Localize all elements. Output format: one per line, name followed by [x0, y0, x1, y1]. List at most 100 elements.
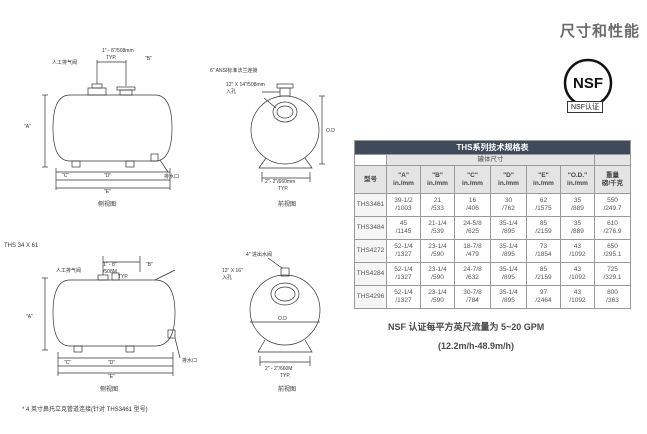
top-front-view: [250, 83, 325, 182]
dim-unit-label: /508M: [103, 269, 117, 275]
air-vent-label: 人工排气阀: [56, 267, 81, 274]
model-cell: THS3461: [354, 193, 387, 217]
manhole-size-label: 12" X 14"/508mm: [226, 82, 265, 88]
table-cell: 550/249.7: [594, 193, 631, 217]
model-label: THS 34 X 61: [4, 243, 39, 249]
manhole-label: 入孔: [226, 88, 236, 95]
table-cell: 30/762: [490, 193, 527, 217]
front-view-caption: 前视图: [278, 385, 296, 393]
model-cell: THS3484: [354, 216, 387, 240]
dim-c-label: "C": [62, 173, 69, 179]
table-cell: 610/276.9: [594, 216, 631, 240]
table-cell: 45/1145: [386, 216, 421, 240]
table-cell: 43/1092: [560, 285, 595, 309]
typ-label: TYP.: [106, 55, 116, 61]
table-cell: 43/1092: [560, 262, 595, 286]
ansi-flange-label: 6" ANSI标准法兰连接: [210, 67, 257, 74]
table-cell: 16/406: [454, 193, 491, 217]
side-view-caption: 侧视图: [100, 385, 118, 393]
table-cell: 35/889: [560, 216, 595, 240]
table-cell: 30-7/8/784: [454, 285, 491, 309]
svg-text:NSF: NSF: [573, 75, 603, 92]
column-header: "B"in./mm: [420, 165, 455, 194]
manhole-size-label: 12" X 16": [222, 268, 243, 274]
inlet-valve-label: 4" 进出水阀: [246, 251, 272, 258]
drain-label: 排水口: [182, 357, 197, 364]
base-dim-label: 2"- 2"/660mm: [265, 179, 295, 185]
table-cell: 23-1/4/590: [420, 285, 455, 309]
table-cell: 725/329.1: [594, 262, 631, 286]
table-cell: 21/533: [420, 193, 455, 217]
table-cell: 800/363: [594, 285, 631, 309]
table-cell: 35-1/4/895: [490, 216, 527, 240]
column-header: "O.D."in./mm: [560, 165, 595, 194]
column-header: "A"in./mm: [386, 165, 421, 194]
air-vent-label: 人工排气阀: [52, 59, 77, 66]
manhole-label: 入孔: [222, 274, 232, 281]
table-cell: 23-1/4/590: [420, 262, 455, 286]
dim-e-label: "E": [108, 374, 115, 380]
model-cell: THS4296: [354, 285, 387, 309]
table-cell: 21-1/4/539: [420, 216, 455, 240]
table-cell: 35/889: [560, 193, 595, 217]
dim-c-label: "C": [64, 360, 71, 366]
table-cell: 85/2159: [526, 216, 561, 240]
base-typ-label: TYP.: [280, 373, 290, 379]
front-view-caption: 前视图: [278, 200, 296, 208]
dim-a-label: "A": [24, 124, 31, 130]
top-side-view: [42, 60, 173, 190]
table-cell: 35-1/4/895: [490, 239, 527, 263]
side-view-caption: 侧视图: [98, 200, 116, 208]
column-header: 型号: [354, 165, 387, 194]
dim-e-label: "E": [104, 189, 111, 195]
table-cell: 52-1/4/1327: [386, 239, 421, 263]
table-cell: 52-1/4/1327: [386, 285, 421, 309]
page-title: 尺寸和性能: [560, 23, 641, 40]
table-cell: 62/1575: [526, 193, 561, 217]
nsf-certified-label: NSF认证: [567, 101, 603, 113]
model-cell: THS4284: [354, 262, 387, 286]
table-cell: 650/295.1: [594, 239, 631, 263]
od-label: O.D: [278, 316, 287, 322]
dim-a-label: "A": [26, 314, 33, 320]
table-cell: 97/2464: [526, 285, 561, 309]
dim-d-label: "D": [108, 360, 115, 366]
od-label: O.D: [326, 128, 335, 134]
table-cell: 24-5/8/625: [454, 216, 491, 240]
model-cell: THS4272: [354, 239, 387, 263]
flow-rate-range: (12.2m/h-48.9m/h): [438, 341, 515, 351]
footnote: * 4 英寸鼻托立克管道连接(针对 THS3461 型号): [22, 407, 148, 413]
table-cell: 35-1/4/895: [490, 262, 527, 286]
flow-rate-text: NSF 认证每平方英尺流量为 5~20 GPM: [388, 322, 545, 332]
table-cell: 73/1854: [526, 239, 561, 263]
column-header: 重量磅/千克: [594, 165, 631, 194]
dim-d-label: "D": [104, 173, 111, 179]
table-cell: 35-1/4/895: [490, 285, 527, 309]
base-typ-label: TYP.: [278, 186, 288, 192]
column-header: "E"in./mm: [526, 165, 561, 194]
tank-dimension-header: 罐体尺寸: [386, 154, 595, 166]
table-cell: 23-1/4/590: [420, 239, 455, 263]
bottom-front-view: [249, 257, 321, 366]
dim-label: 1" - 8"/508mm: [102, 48, 134, 54]
base-dim-label: 2" - 2"/660M: [265, 366, 292, 372]
spec-table-title: THS系列技术规格表: [354, 140, 631, 155]
typ-label: TYP.: [118, 274, 128, 280]
table-cell: 43/1092: [560, 239, 595, 263]
table-cell: 18-7/8/479: [454, 239, 491, 263]
column-header: "D"in./mm: [490, 165, 527, 194]
dim-b-label: "B": [146, 262, 153, 268]
table-cell: 52-1/4/1327: [386, 262, 421, 286]
drain-label: 排水口: [164, 173, 179, 180]
spec-table: THS系列技术规格表 罐体尺寸 型号"A"in./mm"B"in./mm"C"i…: [354, 140, 631, 309]
bottom-side-view: [42, 256, 181, 376]
column-header: "C"in./mm: [454, 165, 491, 194]
table-cell: 85/2159: [526, 262, 561, 286]
table-cell: 24-7/8/632: [454, 262, 491, 286]
